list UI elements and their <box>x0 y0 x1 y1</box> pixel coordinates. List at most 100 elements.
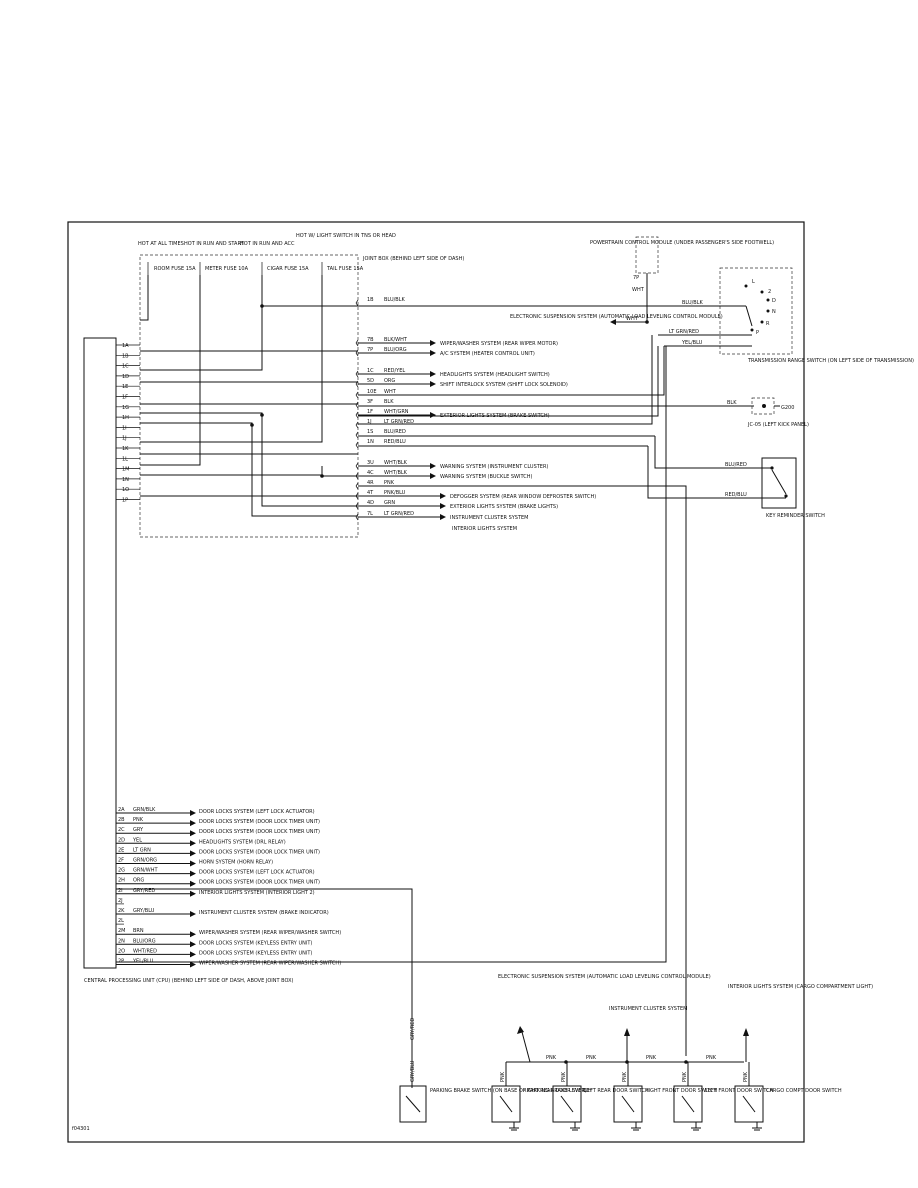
joint-dest: A/C SYSTEM (HEATER CONTROL UNIT) <box>440 351 535 357</box>
signal-arrow <box>190 890 196 897</box>
joint-wire: GRN <box>384 500 395 506</box>
signal-arrow <box>190 830 196 837</box>
svg-text:2: 2 <box>768 289 771 295</box>
joint-wire: PNK/BLU <box>384 490 406 496</box>
cpu-wire: WHT/RED <box>133 948 157 954</box>
cpu-wire: GRN/ORG <box>133 858 157 864</box>
cpu-pin: 2J <box>118 898 123 904</box>
cpu-dest: HORN SYSTEM (HORN RELAY) <box>199 860 273 866</box>
svg-text:YEL/BLU: YEL/BLU <box>681 340 703 346</box>
joint-pin: 1C <box>367 368 374 374</box>
signal-arrow <box>190 880 196 887</box>
bottom-target-ess: ELECTRONIC SUSPENSION SYSTEM (AUTOMATIC … <box>498 974 711 980</box>
svg-text:LT GRN/RED: LT GRN/RED <box>669 329 699 335</box>
signal-arrow <box>190 911 196 917</box>
joint-wire: BLK <box>384 399 394 405</box>
signal-arrow <box>430 371 436 377</box>
cpu-pin-label: 1J <box>122 436 127 442</box>
jc05-label: JC-05 (LEFT KICK PANEL) <box>747 422 809 428</box>
cpu-pin: 2C <box>118 827 125 833</box>
joint-wire: PNK <box>384 480 395 486</box>
svg-text:BLU/RED: BLU/RED <box>725 462 747 468</box>
cpu-wire: YEL <box>132 837 142 843</box>
joint-wire: BLU/RED <box>384 429 406 435</box>
cpu-wire: GRY <box>133 827 144 833</box>
svg-text:METER FUSE 10A: METER FUSE 10A <box>205 266 249 272</box>
fuse-cigar: CIGAR FUSE 15A <box>261 262 309 275</box>
joint-wire: BLU/BLK <box>384 297 406 303</box>
joint-wire: BLU/ORG <box>384 347 407 353</box>
cpu-wire: BRN <box>133 928 144 934</box>
signal-arrow <box>430 381 436 387</box>
cpu-pin-label: 1O <box>122 487 129 493</box>
svg-text:P: P <box>756 330 759 336</box>
svg-text:PNK: PNK <box>706 1055 717 1061</box>
joint-wire: LT GRN/RED <box>384 419 414 425</box>
fuse-box-outline <box>139 254 359 538</box>
cpu-wire: ORG <box>133 878 144 884</box>
svg-text:PNK: PNK <box>586 1055 597 1061</box>
joint-pin: 7P <box>367 347 373 353</box>
signal-arrow <box>430 412 436 418</box>
cpu-dest: WIPER/WASHER SYSTEM (REAR WIPER/WASHER S… <box>199 961 341 967</box>
svg-text:PNK: PNK <box>646 1055 657 1061</box>
cpu-pin-label: 1K <box>122 446 129 452</box>
svg-text:GRY/RED: GRY/RED <box>410 1018 416 1040</box>
trs-label: TRANSMISSION RANGE SWITCH (ON LEFT SIDE … <box>747 358 914 364</box>
pcm-box <box>635 236 659 274</box>
joint-pin: 10E <box>367 389 377 395</box>
svg-text:D: D <box>772 298 776 304</box>
fuse-tail: TAIL FUSE 15A <box>321 262 364 275</box>
cpu-pin: 2I <box>118 888 123 894</box>
cpu-pin-label: 1I <box>122 425 127 431</box>
signal-arrow <box>190 951 196 958</box>
door-switch: PNK RIGHT FRONT DOOR SWITCH <box>613 1062 718 1131</box>
joint-pin: 5D <box>367 378 374 384</box>
cpu-wire: GRN/BLK <box>133 807 156 813</box>
svg-text:PNK: PNK <box>682 1071 688 1082</box>
cpu-box <box>83 337 117 969</box>
bottom-target-cargo-light: INTERIOR LIGHTS SYSTEM (CARGO COMPARTMEN… <box>728 984 873 990</box>
cpu-pin: 2O <box>118 948 125 954</box>
svg-text:R: R <box>766 321 770 327</box>
cpu-wire: GRN/WHT <box>133 868 158 874</box>
joint-wire: WHT/BLK <box>384 470 408 476</box>
trs-box <box>719 267 793 355</box>
cpu-pin-label: 1F <box>122 395 128 401</box>
svg-text:LEFT FRONT DOOR SWITCH: LEFT FRONT DOOR SWITCH <box>705 1088 774 1094</box>
svg-text:TAIL FUSE 15A: TAIL FUSE 15A <box>326 266 364 272</box>
signal-arrow <box>440 493 446 499</box>
cpu-pin-label: 1N <box>122 477 129 483</box>
svg-text:ROOM FUSE 15A: ROOM FUSE 15A <box>154 266 196 272</box>
signal-arrow <box>190 931 196 938</box>
svg-text:PNK: PNK <box>561 1071 567 1082</box>
diagram-frame <box>67 221 805 1143</box>
fuse-group: HOT AT ALL TIMES HOT IN RUN AND START HO… <box>138 233 464 538</box>
cpu-pin: 2E <box>118 847 124 853</box>
pcm-pin: 7P <box>633 275 639 281</box>
joint-wire: RED/YEL <box>384 368 405 374</box>
cpu-pin-label: 1M <box>122 467 130 473</box>
svg-text:L: L <box>752 279 755 285</box>
cpu-dest: DOOR LOCKS SYSTEM (DOOR LOCK TIMER UNIT) <box>199 849 320 855</box>
svg-text:GRY/BLU: GRY/BLU <box>410 1060 416 1082</box>
joint-wire: WHT <box>384 389 397 395</box>
cpu-wire: GRY/RED <box>133 888 155 894</box>
key-reminder-switch-box <box>761 457 797 509</box>
signal-arrow <box>190 840 196 847</box>
door-switch: PNK LEFT FRONT DOOR SWITCH <box>673 1062 774 1131</box>
signal-arrow <box>430 340 436 346</box>
joint-pin: 1J <box>367 419 372 425</box>
joint-pin: 7L <box>367 511 373 517</box>
joint-dest: SHIFT INTERLOCK SYSTEM (SHIFT LOCK SOLEN… <box>440 382 568 388</box>
svg-text:PNK: PNK <box>546 1055 557 1061</box>
svg-text:RIGHT FRONT DOOR SWITCH: RIGHT FRONT DOOR SWITCH <box>645 1088 718 1094</box>
svg-text:PNK: PNK <box>622 1071 628 1082</box>
cpu-wire: LT GRN <box>133 847 151 853</box>
joint-dest: EXTERIOR LIGHTS SYSTEM (BRAKE LIGHTS) <box>450 504 558 510</box>
